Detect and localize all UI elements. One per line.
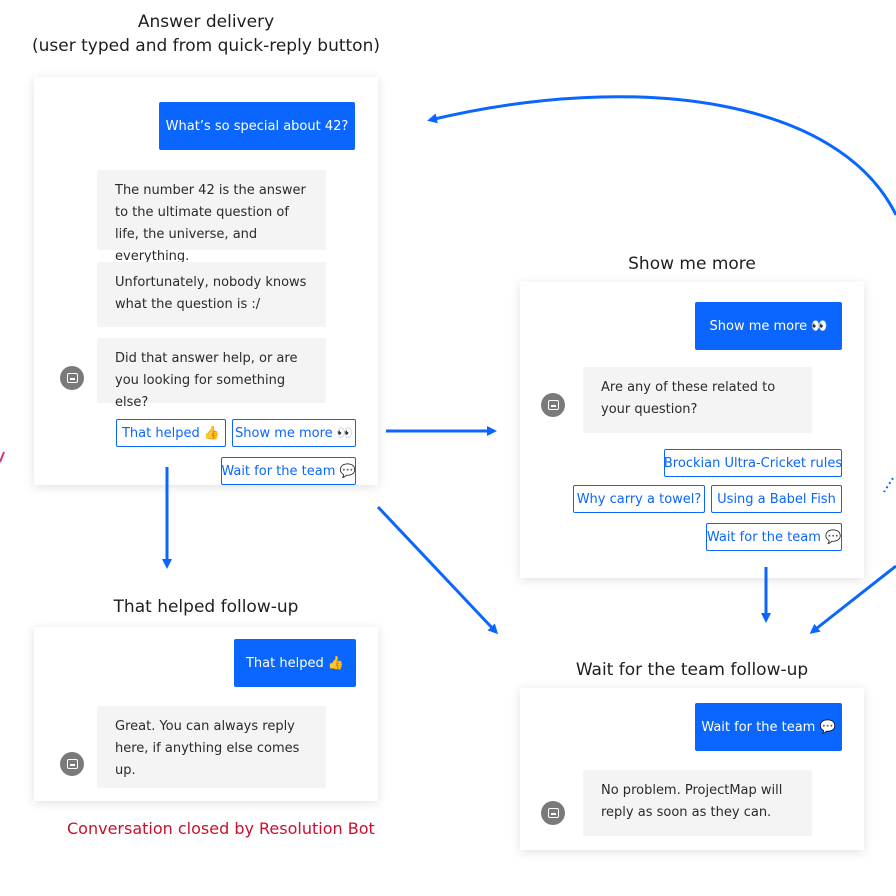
answer-delivery-title: Answer delivery (user typed and from qui… xyxy=(0,10,412,58)
show-me-more-card: Show me more 👀 Are any of these related … xyxy=(520,282,864,578)
arrow-from-right-to-wait xyxy=(809,564,896,634)
bot-avatar-icon xyxy=(60,752,84,776)
bot-message: Are any of these related to your questio… xyxy=(583,367,812,433)
bot-avatar-icon xyxy=(541,801,565,825)
user-message: What’s so special about 42? xyxy=(159,102,355,150)
user-message: That helped 👍 xyxy=(234,639,356,687)
arrow-to-wait-team xyxy=(376,505,499,635)
bot-message: Unfortunately, nobody knows what the que… xyxy=(97,262,326,327)
wait-for-team-title: Wait for the team follow-up xyxy=(575,660,809,680)
wait-for-team-card: Wait for the team 💬 No problem. ProjectM… xyxy=(520,688,864,850)
user-message: Show me more 👀 xyxy=(695,302,842,350)
quick-reply-wait-team-button[interactable]: Wait for the team 💬 xyxy=(221,457,356,485)
bot-message: Great. You can always reply here, if any… xyxy=(97,706,326,788)
bot-message: Did that answer help, or are you looking… xyxy=(97,338,326,410)
user-message: Wait for the team 💬 xyxy=(695,703,842,751)
option-babel-fish-button[interactable]: Using a Babel Fish xyxy=(711,485,842,513)
show-me-more-title: Show me more xyxy=(628,254,756,274)
option-towel-button[interactable]: Why carry a towel? xyxy=(573,485,705,513)
arrow-loop-to-top xyxy=(427,95,896,216)
dotted-edge-mark xyxy=(883,477,894,493)
option-brockian-button[interactable]: Brockian Ultra-Cricket rules xyxy=(664,449,842,477)
option-wait-team-button[interactable]: Wait for the team 💬 xyxy=(706,523,842,551)
bot-avatar-icon xyxy=(541,393,565,417)
quick-reply-show-more-button[interactable]: Show me more 👀 xyxy=(232,419,356,447)
conversation-closed-note: Conversation closed by Resolution Bot xyxy=(67,819,375,838)
bot-avatar-icon xyxy=(60,366,84,390)
answer-delivery-title-line2: (user typed and from quick-reply button) xyxy=(31,36,380,56)
answer-delivery-title-line1: Answer delivery xyxy=(137,12,275,32)
bot-message: The number 42 is the answer to the ultim… xyxy=(97,170,326,264)
that-helped-title: That helped follow-up xyxy=(113,597,299,617)
quick-reply-that-helped-button[interactable]: That helped 👍 xyxy=(116,419,226,447)
bot-message: No problem. ProjectMap will reply as soo… xyxy=(583,770,812,836)
left-edge-mark xyxy=(0,451,5,463)
that-helped-card: That helped 👍 Great. You can always repl… xyxy=(34,627,378,801)
answer-delivery-card: What’s so special about 42? The number 4… xyxy=(34,77,378,485)
